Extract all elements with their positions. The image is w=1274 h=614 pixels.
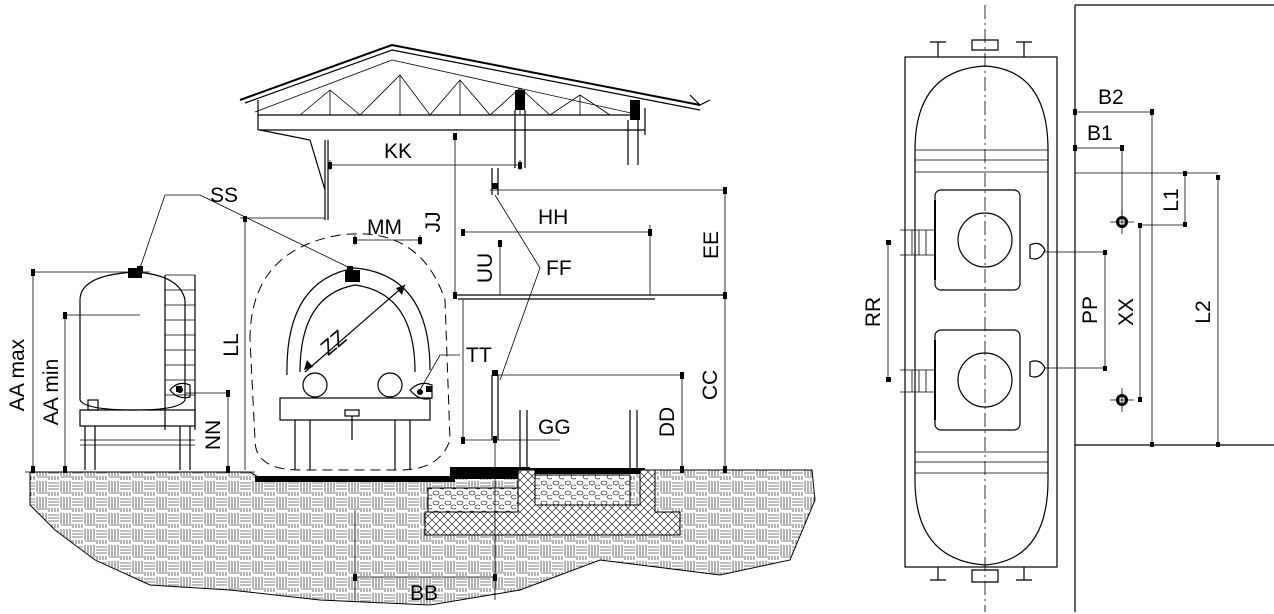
foundation-plan xyxy=(1045,4,1274,612)
label-b2: B2 xyxy=(1098,86,1124,109)
label-ss: SS xyxy=(210,184,238,207)
label-kk: KK xyxy=(384,140,412,163)
label-rr: RR xyxy=(862,297,885,327)
label-dd: DD xyxy=(656,407,679,437)
label-l1: L1 xyxy=(1160,188,1183,211)
label-bb: BB xyxy=(410,582,438,605)
label-pp: PP xyxy=(1079,296,1102,324)
label-cc: CC xyxy=(699,370,722,400)
storage-tank xyxy=(79,268,196,470)
label-ll: LL xyxy=(220,333,243,356)
label-ee: EE xyxy=(700,231,723,259)
tanker-truck xyxy=(249,233,451,471)
label-gg: GG xyxy=(538,416,571,439)
label-jj: JJ xyxy=(422,212,445,233)
label-mm: MM xyxy=(367,216,402,239)
label-ff: FF xyxy=(546,257,572,280)
label-nn: NN xyxy=(202,420,225,450)
label-xx: XX xyxy=(1115,298,1138,326)
canopy-roof xyxy=(239,43,711,220)
label-aa-max: AA max xyxy=(6,338,29,411)
dimension-labels-left: KK SS MM JJ HH EE UU FF AA max AA min LL… xyxy=(6,140,723,605)
dimension-labels-right: B2 B1 L1 RR PP XX L2 xyxy=(862,86,1215,327)
label-tt: TT xyxy=(466,344,492,367)
ground-section xyxy=(29,410,816,606)
dimension-lines-left xyxy=(25,133,727,600)
label-b1: B1 xyxy=(1087,122,1113,145)
label-zz: ZZ xyxy=(317,326,352,360)
label-uu: UU xyxy=(474,253,497,283)
label-hh: HH xyxy=(538,206,568,229)
label-l2: L2 xyxy=(1192,300,1215,323)
label-aa-min: AA min xyxy=(40,359,63,426)
tanker-top-view xyxy=(886,5,1058,612)
